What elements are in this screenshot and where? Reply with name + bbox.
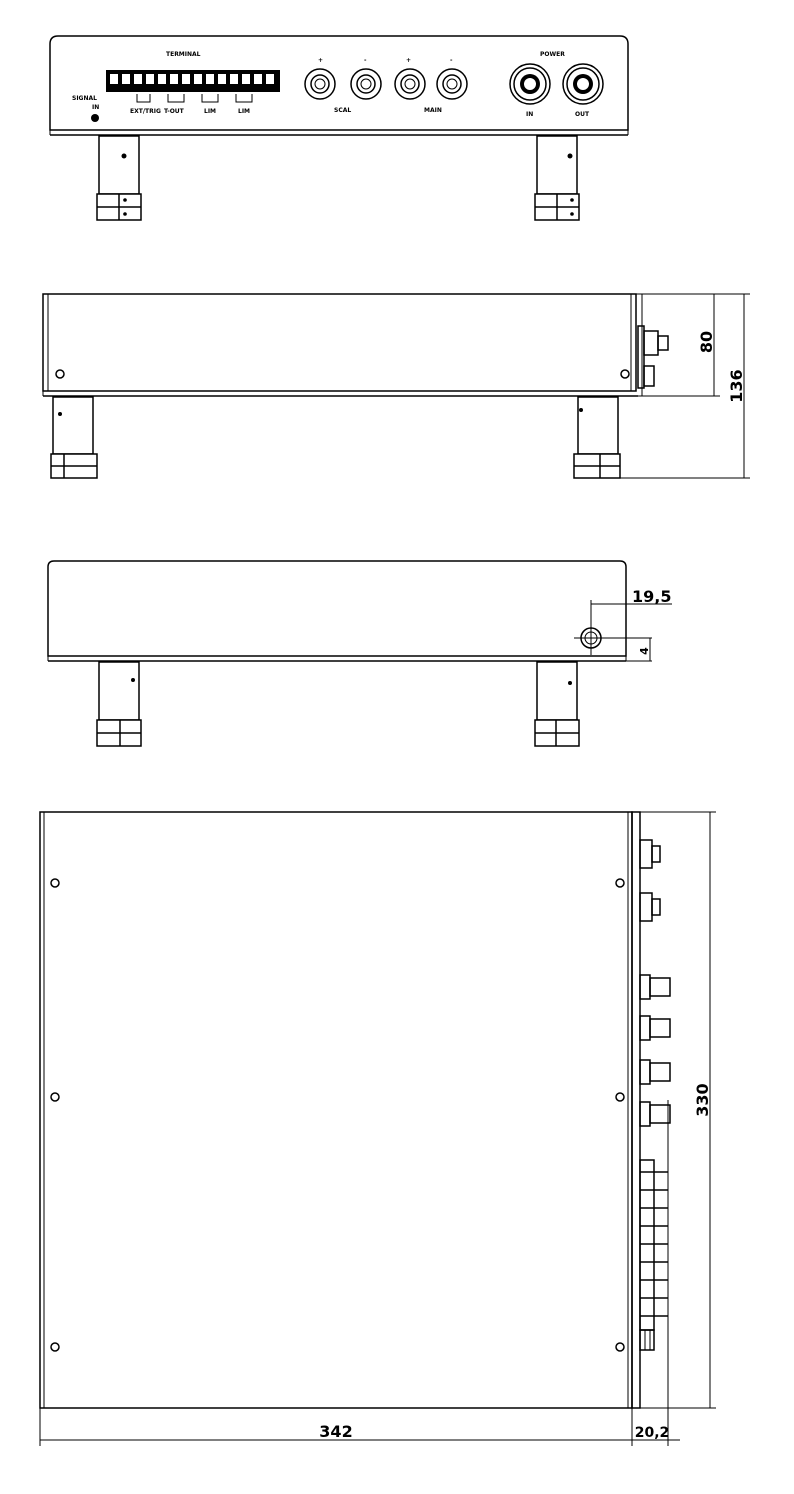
jack-3-icon bbox=[394, 68, 426, 100]
power-in-connector-icon bbox=[509, 63, 551, 105]
group-label-right: MAIN bbox=[424, 107, 442, 114]
rear-body-outline bbox=[47, 560, 627, 657]
dim-top-width: 342 bbox=[319, 1422, 352, 1441]
top-jack-4-icon bbox=[639, 1101, 671, 1127]
mount-hole-icon bbox=[574, 600, 652, 655]
side-screw-right-icon bbox=[620, 369, 630, 379]
top-body-outline bbox=[39, 811, 633, 1409]
group-label-left: SCAL bbox=[334, 107, 351, 114]
top-power-connector-2-icon bbox=[639, 892, 661, 922]
jack-4-icon bbox=[436, 68, 468, 100]
dim-top-depth: 330 bbox=[693, 1083, 712, 1116]
terminal-sublabel-2: T-OUT bbox=[164, 108, 185, 115]
signal-jack-icon bbox=[91, 114, 99, 122]
side-leg-left bbox=[50, 396, 98, 479]
side-screw-left-icon bbox=[55, 369, 65, 379]
polarity-mark-2: - bbox=[364, 57, 367, 64]
side-view: 80 136 bbox=[42, 293, 750, 479]
dim-top-connector-depth: 20,2 bbox=[635, 1425, 670, 1441]
power-out-connector-icon bbox=[562, 63, 604, 105]
jack-2-icon bbox=[350, 68, 382, 100]
polarity-mark-3: + bbox=[406, 57, 411, 64]
top-screw-6-icon bbox=[615, 1342, 625, 1352]
front-leg-left bbox=[96, 135, 142, 221]
polarity-mark-1: + bbox=[318, 57, 323, 64]
top-view: 330 342 20,2 bbox=[39, 811, 716, 1446]
top-screw-5-icon bbox=[615, 1092, 625, 1102]
dim-hole-vertical: 4 bbox=[638, 647, 651, 655]
terminal-sublabel-1: EXT/TRIG bbox=[130, 108, 161, 115]
top-screw-3-icon bbox=[50, 1342, 60, 1352]
dim-side-height-inner: 80 bbox=[697, 331, 716, 353]
rear-view: 19,5 4 bbox=[47, 560, 672, 747]
top-jack-3-icon bbox=[639, 1059, 671, 1085]
terminal-block bbox=[106, 70, 280, 103]
side-body-outline bbox=[42, 293, 637, 392]
top-power-connector-1-icon bbox=[639, 839, 661, 869]
power-out-label: OUT bbox=[575, 111, 590, 118]
top-screw-4-icon bbox=[615, 878, 625, 888]
front-view: SIGNAL IN TERMINAL EXT/TRIG T-OUT LIM LI… bbox=[49, 35, 629, 221]
power-in-label: IN bbox=[526, 111, 533, 118]
signal-label: SIGNAL bbox=[72, 95, 97, 102]
side-connector-icon bbox=[637, 325, 669, 389]
polarity-mark-4: - bbox=[450, 57, 453, 64]
power-label: POWER bbox=[540, 51, 565, 58]
top-screw-1-icon bbox=[50, 878, 60, 888]
dim-hole-offset: 19,5 bbox=[632, 587, 671, 606]
terminal-sublabel-4: LIM bbox=[238, 108, 250, 115]
front-leg-right bbox=[534, 135, 580, 221]
top-screw-2-icon bbox=[50, 1092, 60, 1102]
dim-side-height-total: 136 bbox=[727, 369, 746, 402]
jack-1-icon bbox=[304, 68, 336, 100]
top-jack-1-icon bbox=[639, 974, 671, 1000]
top-jack-2-icon bbox=[639, 1015, 671, 1041]
rear-leg-right bbox=[534, 661, 580, 747]
side-leg-right bbox=[573, 396, 621, 479]
signal-sublabel: IN bbox=[92, 104, 99, 111]
top-terminal-block-icon bbox=[639, 1159, 668, 1351]
terminal-label: TERMINAL bbox=[166, 51, 201, 58]
rear-leg-left bbox=[96, 661, 142, 747]
terminal-sublabel-3: LIM bbox=[204, 108, 216, 115]
